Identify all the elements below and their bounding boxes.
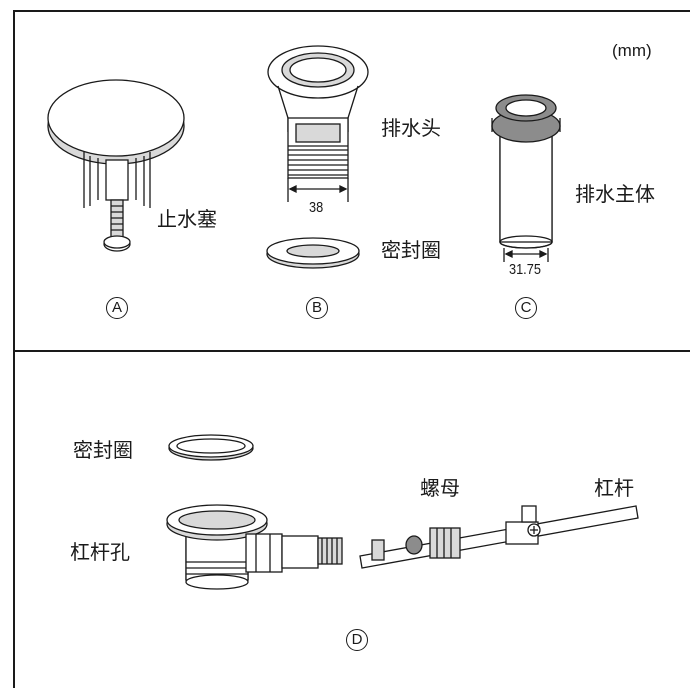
panel-divider <box>13 350 690 352</box>
marker-a: A <box>106 297 128 319</box>
assembly-seal-ring-drawing <box>168 434 254 461</box>
stopper-label: 止水塞 <box>157 207 217 231</box>
seal-ring-drawing <box>266 237 360 269</box>
stopper-drawing <box>47 79 185 252</box>
drain-body-dimension: 31.75 <box>509 261 541 278</box>
drain-head-label: 排水头 <box>381 116 441 140</box>
lever-hole-label: 杠杆孔 <box>70 540 130 564</box>
drain-head-dimension: 38 <box>309 199 324 216</box>
marker-d: D <box>346 629 368 651</box>
lever-label: 杠杆 <box>594 476 634 500</box>
drain-body-drawing <box>491 94 561 262</box>
assembly-seal-ring-label: 密封圈 <box>73 438 133 462</box>
drain-head-drawing <box>267 45 369 202</box>
diagram-frame <box>13 10 690 688</box>
nut-label: 螺母 <box>420 476 460 500</box>
marker-b: B <box>306 297 328 319</box>
drain-body-label: 排水主体 <box>575 182 655 206</box>
lever-hole-drain-drawing <box>166 504 343 590</box>
lever-rod-drawing <box>359 505 639 569</box>
unit-label: (mm) <box>612 41 652 60</box>
seal-ring-label: 密封圈 <box>381 238 441 262</box>
marker-c: C <box>515 297 537 319</box>
